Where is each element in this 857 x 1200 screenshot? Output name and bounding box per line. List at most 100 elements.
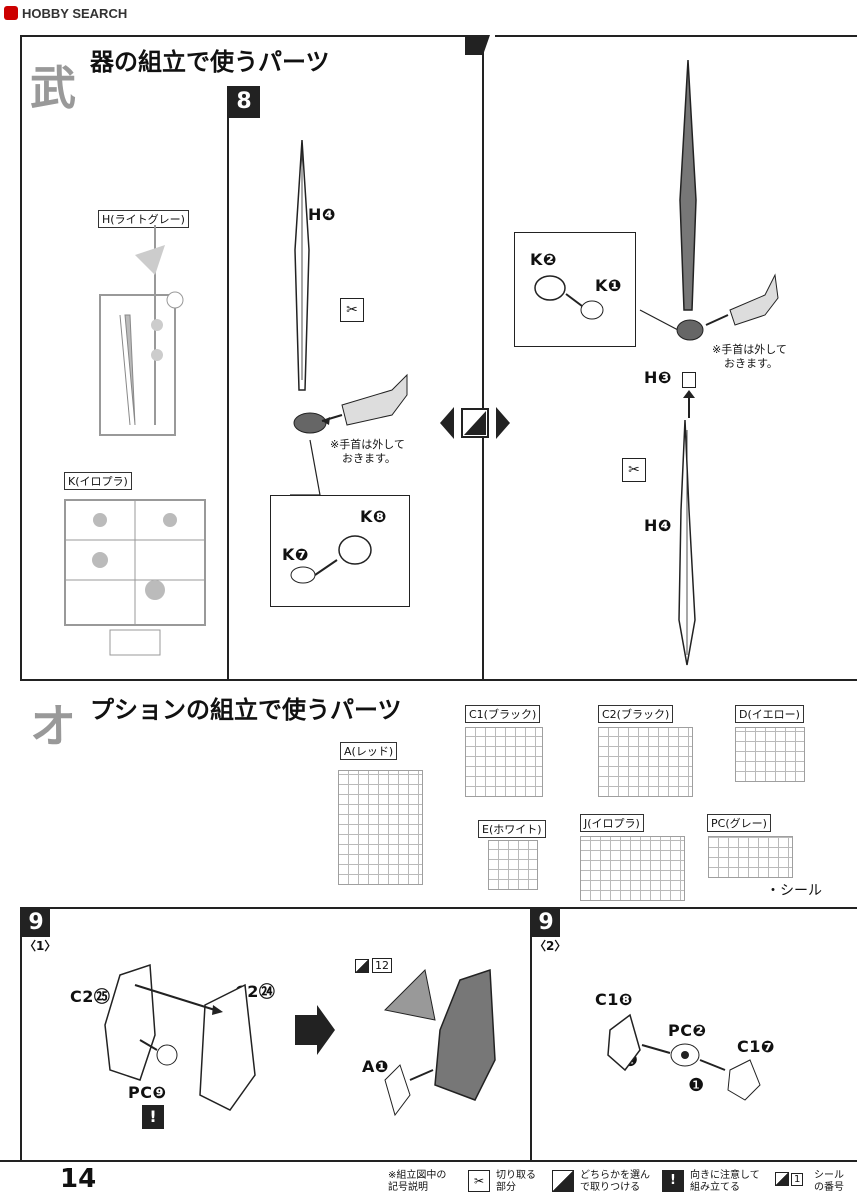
legend-care: 向きに注意して 組み立てる xyxy=(690,1170,760,1194)
cut-legend-icon: ✂ xyxy=(468,1170,490,1192)
seal-legend-shape xyxy=(775,1172,789,1186)
legend-choose-line2: で取りつける xyxy=(580,1182,641,1193)
runner-d-title: D(イエロー) xyxy=(735,705,804,723)
runner-a-title: A(レッド) xyxy=(340,742,398,760)
c25-label: C2㉕ xyxy=(70,987,111,1006)
wrist-note-left: ※手首は外して おきます。 xyxy=(330,438,405,466)
c17-label: C1❼ xyxy=(737,1037,775,1056)
h4-label-left: H❹ xyxy=(308,205,336,224)
runner-e: E(ホワイト) xyxy=(478,818,546,838)
top-frame-mid2 xyxy=(482,35,484,680)
legend-care-line1: 向きに注意して xyxy=(690,1170,760,1181)
runner-pc-image xyxy=(708,836,793,878)
wrist-note-left-line1: ※手首は外して xyxy=(330,438,405,451)
k8-label: K❽ xyxy=(360,507,387,526)
arrow-up-h3 xyxy=(683,390,695,418)
cut-icon-right: ✂ xyxy=(622,458,646,482)
logo-icon xyxy=(4,6,18,20)
weapon-big-char: 武 xyxy=(30,61,76,115)
top-frame-mid xyxy=(227,86,229,680)
hand-and-arm-left xyxy=(293,373,408,434)
legend-seal-line2: の番号 xyxy=(814,1182,844,1193)
top-frame-top-right xyxy=(495,35,857,37)
callout-box-k1-k2 xyxy=(514,232,636,347)
seal-12-marker: 12 xyxy=(355,958,392,973)
runner-pc: PC(グレー) xyxy=(707,812,771,832)
runner-k-title: K(イロプラ) xyxy=(64,472,132,490)
seal-label: ・シール xyxy=(766,883,822,899)
swap-arrows-icon xyxy=(440,407,510,439)
step9-arrow-right xyxy=(295,1005,335,1055)
option-big-char: オ xyxy=(30,699,76,753)
seal-legend-box: 1 xyxy=(791,1172,804,1186)
runner-j-image xyxy=(580,836,685,901)
runner-h-image xyxy=(99,225,184,436)
runner-c1-image xyxy=(465,727,543,797)
step-9-2-number: 9 xyxy=(532,909,560,937)
seal-legend-icon: 1 xyxy=(775,1172,804,1186)
seq-1-marker: ❶ xyxy=(688,1075,705,1096)
runner-h: H(ライトグレー) xyxy=(98,208,189,228)
legend-choose: どちらかを選ん で取りつける xyxy=(580,1170,650,1194)
runner-a-image xyxy=(338,770,423,885)
cut-icon-left: ✂ xyxy=(340,298,364,322)
caution-icon: ! xyxy=(142,1105,164,1129)
footer-bar: 14 ※組立図中の 記号説明 ✂ 切り取る 部分 どちらかを選ん で取りつける … xyxy=(0,1160,857,1200)
k1-label: K❶ xyxy=(595,276,622,295)
step-9-1-number: 9 xyxy=(22,909,50,937)
c18-label: C1❽ xyxy=(595,990,633,1009)
legend-seal-line1: シール xyxy=(814,1170,844,1181)
runner-h-title: H(ライトグレー) xyxy=(98,210,189,228)
sword-blade-right-top xyxy=(679,59,697,311)
legend-title-line2: 記号説明 xyxy=(388,1182,428,1193)
logo-text: HOBBY SEARCH xyxy=(22,5,128,21)
top-frame-left xyxy=(20,35,22,680)
care-legend-icon: ! xyxy=(662,1170,684,1192)
runner-a: A(レッド) xyxy=(340,740,398,760)
runner-d: D(イエロー) xyxy=(735,703,804,723)
k1-k2-parts xyxy=(534,275,604,320)
wrist-note-right-line1: ※手首は外して xyxy=(712,343,787,356)
weapon-section-title: 器の組立で使うパーツ xyxy=(90,47,330,76)
legend-cut-line1: 切り取る xyxy=(496,1170,536,1181)
legend-cut: 切り取る 部分 xyxy=(496,1170,536,1194)
h4-label-right: H❹ xyxy=(644,516,672,535)
seal-icon xyxy=(355,958,369,973)
a1-label: A❶ xyxy=(362,1057,389,1076)
h3-part xyxy=(682,372,696,388)
sword-blade-right-bottom xyxy=(678,419,696,666)
sword-blade-left xyxy=(294,139,310,391)
legend-title-line1: ※組立図中の xyxy=(388,1170,447,1181)
runner-c1-title: C1(ブラック) xyxy=(465,705,541,723)
wrist-note-left-line2: おきます。 xyxy=(342,452,396,465)
k2-label: K❷ xyxy=(530,250,557,269)
pc2-label: PC❷ xyxy=(668,1021,707,1040)
runner-e-title: E(ホワイト) xyxy=(478,820,546,838)
callout-box-k7-k8 xyxy=(270,495,410,607)
step-9-2-sub: 〈2〉 xyxy=(534,939,567,953)
h3-label: H❸ xyxy=(644,368,672,387)
runner-j: J(イロプラ) xyxy=(580,812,644,832)
k7-label: K❼ xyxy=(282,545,309,564)
hobbysearch-logo: HOBBY SEARCH xyxy=(4,4,127,22)
top-frame-bottom xyxy=(20,679,857,681)
runner-c2-image xyxy=(598,727,693,797)
step9-frame-left xyxy=(20,907,22,1160)
runner-k: K(イロプラ) xyxy=(64,470,132,490)
step-9-1-sub: 〈1〉 xyxy=(24,939,57,953)
page-number: 14 xyxy=(60,1164,97,1194)
runner-e-image xyxy=(488,840,538,890)
step9-frame-top xyxy=(20,907,857,909)
choose-legend-icon xyxy=(552,1170,574,1192)
runner-k-image xyxy=(64,499,206,656)
top-frame-top xyxy=(20,35,470,37)
runner-j-title: J(イロプラ) xyxy=(580,814,644,832)
corner-slant xyxy=(465,35,490,55)
legend-care-line2: 組み立てる xyxy=(690,1182,740,1193)
step-8-number: 8 xyxy=(228,86,260,118)
legend-title: ※組立図中の 記号説明 xyxy=(388,1170,446,1194)
step9-frame-mid xyxy=(530,907,532,1160)
wrist-note-right: ※手首は外して おきます。 xyxy=(712,343,787,371)
runner-d-image xyxy=(735,727,805,782)
legend-choose-line1: どちらかを選ん xyxy=(580,1170,650,1181)
